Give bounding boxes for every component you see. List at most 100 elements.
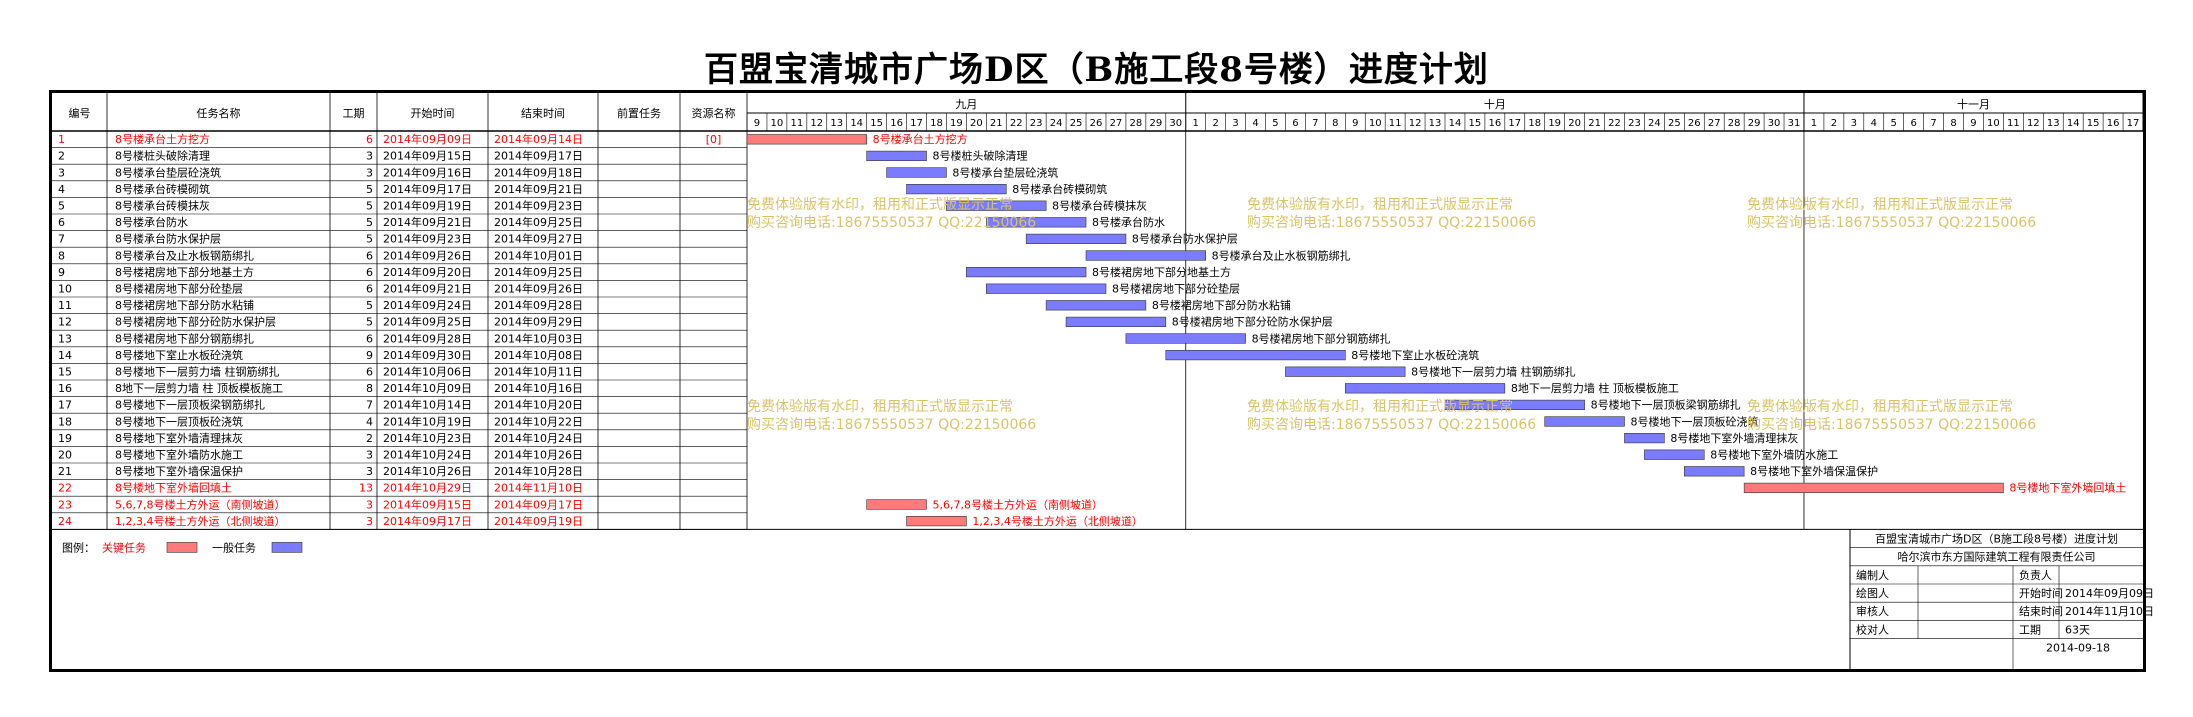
task-name: 8号楼承台垫层砼浇筑 <box>115 165 221 179</box>
task-bar <box>1624 432 1665 444</box>
task-bar <box>866 499 927 510</box>
task-duration: 6 <box>366 332 373 345</box>
task-start: 2014年09月26日 <box>383 248 472 262</box>
watermark-line1: 免费体验版有水印，租用和正式版显示正常 <box>1247 197 1513 213</box>
task-name: 8号楼地下一层顶板梁钢筋绑扎 <box>115 398 265 412</box>
day-label: 12 <box>2027 118 2040 129</box>
task-id: 23 <box>58 498 72 511</box>
task-end: 2014年09月25日 <box>494 265 583 279</box>
day-label: 3 <box>1232 118 1238 129</box>
task-bar <box>1444 399 1585 411</box>
task-duration: 3 <box>366 465 373 478</box>
column-header: 编号 <box>69 106 91 120</box>
task-bar <box>1544 416 1625 427</box>
bar-label: 8号楼裙房地下部分钢筋绑扎 <box>1252 331 1391 345</box>
watermark-line2: 购买咨询电话:18675550537 QQ:22150066 <box>1747 417 2036 433</box>
bar-label: 8号楼承台防水保护层 <box>1132 232 1238 246</box>
task-id: 15 <box>58 366 72 379</box>
day-label: 12 <box>810 118 823 129</box>
day-label: 14 <box>2067 118 2080 129</box>
task-name: 8号楼地下室外墙清理抹灰 <box>115 431 243 445</box>
task-end: 2014年10月22日 <box>494 414 583 428</box>
day-label: 13 <box>1429 118 1442 129</box>
task-start: 2014年10月26日 <box>383 464 472 478</box>
task-duration: 6 <box>366 366 373 379</box>
task-duration: 6 <box>366 266 373 279</box>
day-label: 9 <box>1352 118 1358 129</box>
info-cell: 2014年09月09日 <box>2065 586 2154 600</box>
task-name: 8号楼桩头破除清理 <box>115 149 210 163</box>
task-id: 7 <box>58 233 65 246</box>
day-label: 8 <box>1332 118 1338 129</box>
day-label: 24 <box>1050 118 1063 129</box>
day-label: 16 <box>890 118 903 129</box>
day-label: 17 <box>910 118 923 129</box>
task-bar <box>906 184 1007 195</box>
task-duration: 6 <box>366 283 373 296</box>
task-name: 8号楼地下室止水板砼浇筑 <box>115 348 243 362</box>
task-bar <box>1045 300 1147 311</box>
task-bar <box>1285 366 1406 377</box>
legend-critical-label: 关键任务 <box>102 540 146 554</box>
task-id: 2 <box>58 150 65 163</box>
task-bar <box>1644 449 1705 460</box>
task-duration: 4 <box>366 415 373 428</box>
task-end: 2014年10月03日 <box>494 331 583 345</box>
bar-label: 8号楼地下一层剪力墙 柱钢筋绑扎 <box>1411 365 1576 379</box>
day-label: 20 <box>1568 118 1581 129</box>
task-bar <box>966 267 1087 278</box>
bar-label: 8号楼承台垫层砼浇筑 <box>952 165 1058 179</box>
bar-label: 8号楼裙房地下部分防水粘铺 <box>1152 298 1291 312</box>
task-start: 2014年09月09日 <box>383 132 472 146</box>
task-id: 1 <box>58 133 65 146</box>
task-bar <box>1085 250 1206 261</box>
task-bar <box>866 150 927 161</box>
task-duration: 6 <box>366 133 373 146</box>
day-label: 6 <box>1292 118 1298 129</box>
task-start: 2014年09月30日 <box>383 348 472 362</box>
task-bar <box>946 200 1047 211</box>
task-end: 2014年09月25日 <box>494 215 583 229</box>
task-duration: 13 <box>359 482 373 495</box>
day-label: 14 <box>850 118 863 129</box>
day-label: 7 <box>1312 118 1318 129</box>
day-label: 15 <box>870 118 883 129</box>
day-label: 24 <box>1648 118 1661 129</box>
bar-label: 8号楼承台砖模抹灰 <box>1052 199 1147 213</box>
watermark-line2: 购买咨询电话:18675550537 QQ:22150066 <box>747 215 1036 231</box>
day-label: 6 <box>1910 118 1916 129</box>
task-start: 2014年10月06日 <box>383 365 472 379</box>
task-duration: 7 <box>366 399 373 412</box>
task-bar <box>886 167 947 178</box>
task-duration: 5 <box>366 316 373 329</box>
day-label: 4 <box>1252 118 1258 129</box>
day-label: 21 <box>990 118 1003 129</box>
legend-title: 图例： <box>62 540 95 554</box>
task-name: 8号楼地下一层顶板砼浇筑 <box>115 414 243 428</box>
info-cell: 审核人 <box>1856 604 1889 618</box>
watermark-line1: 免费体验版有水印，租用和正式版显示正常 <box>1247 399 1513 415</box>
task-start: 2014年09月23日 <box>383 232 472 246</box>
day-label: 26 <box>1090 118 1103 129</box>
day-label: 27 <box>1708 118 1721 129</box>
task-duration: 3 <box>366 498 373 511</box>
bar-label: 8号楼裙房地下部分砼垫层 <box>1112 282 1240 296</box>
info-date: 2014-09-18 <box>2046 642 2110 655</box>
watermark-line1: 免费体验版有水印，租用和正式版显示正常 <box>1747 399 2013 415</box>
task-start: 2014年10月09日 <box>383 381 472 395</box>
task-end: 2014年09月23日 <box>494 199 583 213</box>
watermark-line2: 购买咨询电话:18675550537 QQ:22150066 <box>747 417 1036 433</box>
bar-label: 8号楼承台砖模砌筑 <box>1012 182 1107 196</box>
task-name: 8号楼承台土方挖方 <box>115 132 210 146</box>
day-label: 28 <box>1130 118 1143 129</box>
task-id: 20 <box>58 449 72 462</box>
bar-label: 8号楼裙房地下部分地基土方 <box>1092 265 1231 279</box>
task-start: 2014年09月21日 <box>383 282 472 296</box>
day-label: 22 <box>1010 118 1023 129</box>
info-cell: 绘图人 <box>1856 586 1889 600</box>
task-id: 13 <box>58 332 72 345</box>
task-id: 8 <box>58 249 65 262</box>
legend-normal-label: 一般任务 <box>212 541 256 554</box>
task-start: 2014年09月20日 <box>383 265 472 279</box>
